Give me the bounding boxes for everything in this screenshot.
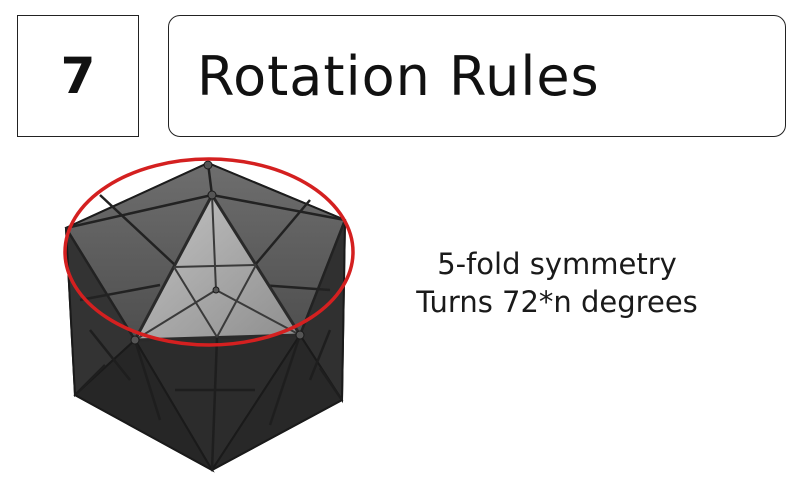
bottom-left-face xyxy=(73,338,215,473)
caption: 5-fold symmetry Turns 72*n degrees xyxy=(392,245,722,321)
vertex-nubs xyxy=(130,160,305,345)
step-number: 7 xyxy=(60,47,96,105)
top-cap-cuts xyxy=(64,162,347,341)
page-title: Rotation Rules xyxy=(197,44,600,108)
center-triangle-cuts xyxy=(134,194,301,341)
step-number-box: 7 xyxy=(17,15,139,137)
caption-line-symmetry: 5-fold symmetry xyxy=(437,247,677,281)
caption-line-turns: Turns 72*n degrees xyxy=(416,285,698,319)
lower-face-cuts xyxy=(74,329,344,471)
icosahedron-puzzle-illustration xyxy=(63,157,355,473)
title-box: Rotation Rules xyxy=(168,15,786,137)
highlight-ring xyxy=(63,157,355,347)
